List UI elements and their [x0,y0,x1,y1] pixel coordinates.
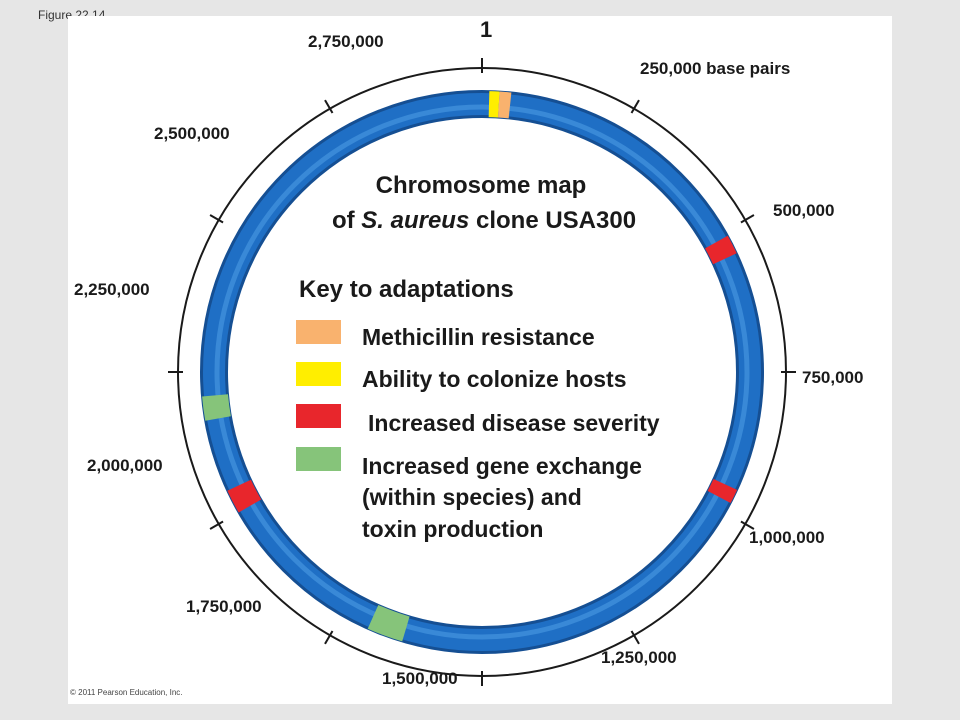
tick-label-1250000: 1,250,000 [601,648,677,667]
tick-label-2750000: 2,750,000 [308,32,384,51]
methicillin-swatch [296,320,341,344]
gene-exchange-segment [367,604,410,642]
key-label-colonize: Ability to colonize hosts [362,366,627,392]
tick-label-1500000: 1,500,000 [382,669,458,688]
tick-label-1: 1 [480,17,492,42]
key-label-gene-exchange-3: toxin production [362,516,543,542]
tick-mark [630,99,640,114]
map-title-line1: Chromosome map [376,172,587,199]
tick-mark [209,520,224,530]
tick-mark [630,630,640,645]
tick-label-2500000: 2,500,000 [154,124,230,143]
tick-label-1000000: 1,000,000 [749,528,825,547]
gene-exchange-segment [202,394,231,421]
severity-segment [227,479,262,513]
chromosome-ring-highlight [214,104,750,640]
key-label-gene-exchange: Increased gene exchange [362,453,642,479]
chromosome-ring [203,93,761,651]
tick-label-500000: 500,000 [773,201,834,220]
methicillin-segment [497,91,512,119]
title-suffix: clone USA300 [469,207,636,234]
tick-mark [740,520,755,530]
scale-ticks [168,58,796,686]
title-species: S. aureus [361,207,469,234]
key-label-methicillin: Methicillin resistance [362,324,595,350]
gene-exchange-swatch [296,447,341,471]
tick-mark [740,214,755,224]
key-label-severity: Increased disease severity [368,410,660,436]
key-title: Key to adaptations [299,276,514,303]
severity-segment [704,235,737,265]
tick-mark [324,99,334,114]
title-prefix: of [332,207,361,234]
tick-label-2000000: 2,000,000 [87,456,163,475]
tick-mark [209,214,224,224]
tick-label-2250000: 2,250,000 [74,280,150,299]
severity-swatch [296,404,341,428]
tick-mark [324,630,334,645]
tick-label-250000: 250,000 base pairs [640,59,790,78]
tick-label-1750000: 1,750,000 [186,597,262,616]
key-label-gene-exchange-2: (within species) and [362,484,582,510]
map-title-line2: of S. aureus clone USA300 [332,207,636,234]
tick-label-750000: 750,000 [802,368,863,387]
adaptation-segments [202,91,738,642]
colonize-swatch [296,362,341,386]
severity-segment [707,478,738,504]
copyright-text: © 2011 Pearson Education, Inc. [70,688,183,697]
